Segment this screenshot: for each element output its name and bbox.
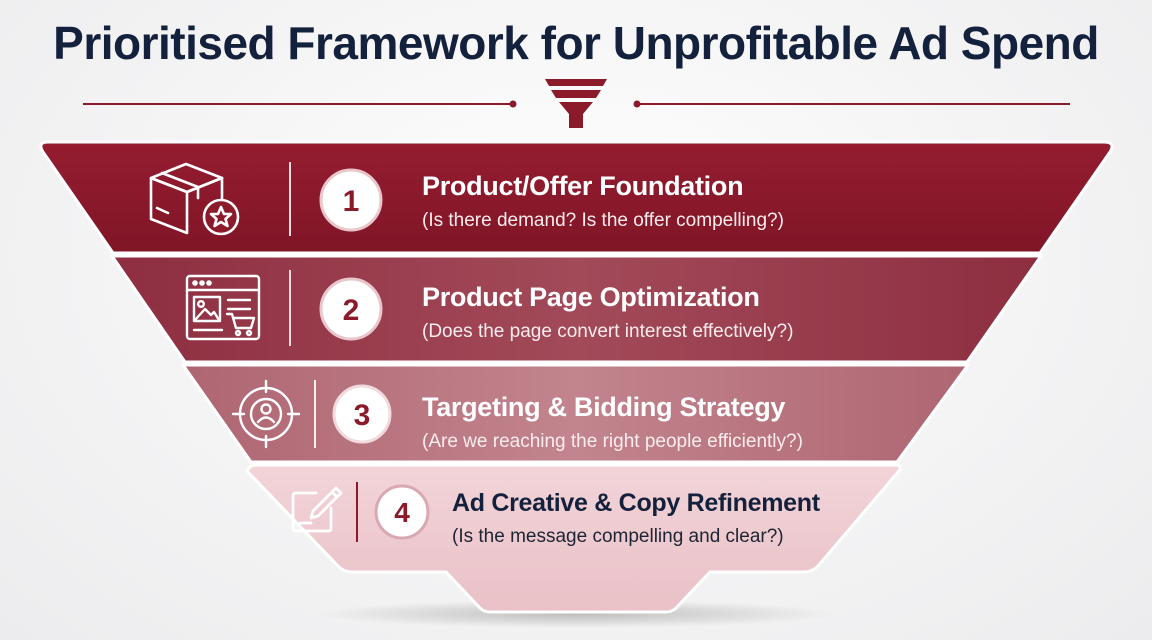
target-person-icon (231, 379, 301, 449)
tier-4-title: Ad Creative & Copy Refinement (452, 489, 820, 517)
page-title: Prioritised Framework for Unprofitable A… (53, 17, 1099, 69)
tier-4-text: Ad Creative & Copy Refinement (Is the me… (452, 489, 820, 548)
tier-2-number-badge: 2 (319, 277, 383, 341)
tier-1-number: 1 (343, 185, 360, 218)
tier-4-number: 4 (394, 497, 410, 528)
funnel-shadow (316, 600, 836, 628)
tier-2-number: 2 (343, 294, 360, 327)
tier-1-title: Product/Offer Foundation (422, 171, 744, 201)
tier-1-number-badge: 1 (319, 168, 383, 232)
tier-3-text: Targeting & Bidding Strategy (Are we rea… (422, 392, 803, 453)
tier-4-subtitle: (Is the message compelling and clear?) (452, 526, 784, 547)
edit-pencil-icon (291, 486, 343, 533)
tier-2-subtitle: (Does the page convert interest effectiv… (422, 321, 794, 342)
tier-4-number-badge: 4 (374, 484, 430, 540)
tier-2-title: Product Page Optimization (422, 282, 760, 312)
tier-3-title: Targeting & Bidding Strategy (422, 392, 786, 422)
tier-3-number: 3 (354, 399, 371, 432)
tier-1-subtitle: (Is there demand? Is the offer compellin… (422, 210, 784, 231)
product-box-star-icon (149, 162, 240, 236)
tier-1-band (39, 140, 1114, 255)
tier-3-subtitle: (Are we reaching the right people effici… (422, 431, 803, 452)
title-divider (83, 100, 1070, 108)
tier-2-text: Product Page Optimization (Does the page… (422, 282, 793, 343)
webpage-cart-icon (185, 274, 261, 341)
tier-1-text: Product/Offer Foundation (Is there deman… (422, 171, 784, 232)
tier-3-number-badge: 3 (332, 384, 392, 444)
funnel-emblem-icon (545, 79, 607, 128)
